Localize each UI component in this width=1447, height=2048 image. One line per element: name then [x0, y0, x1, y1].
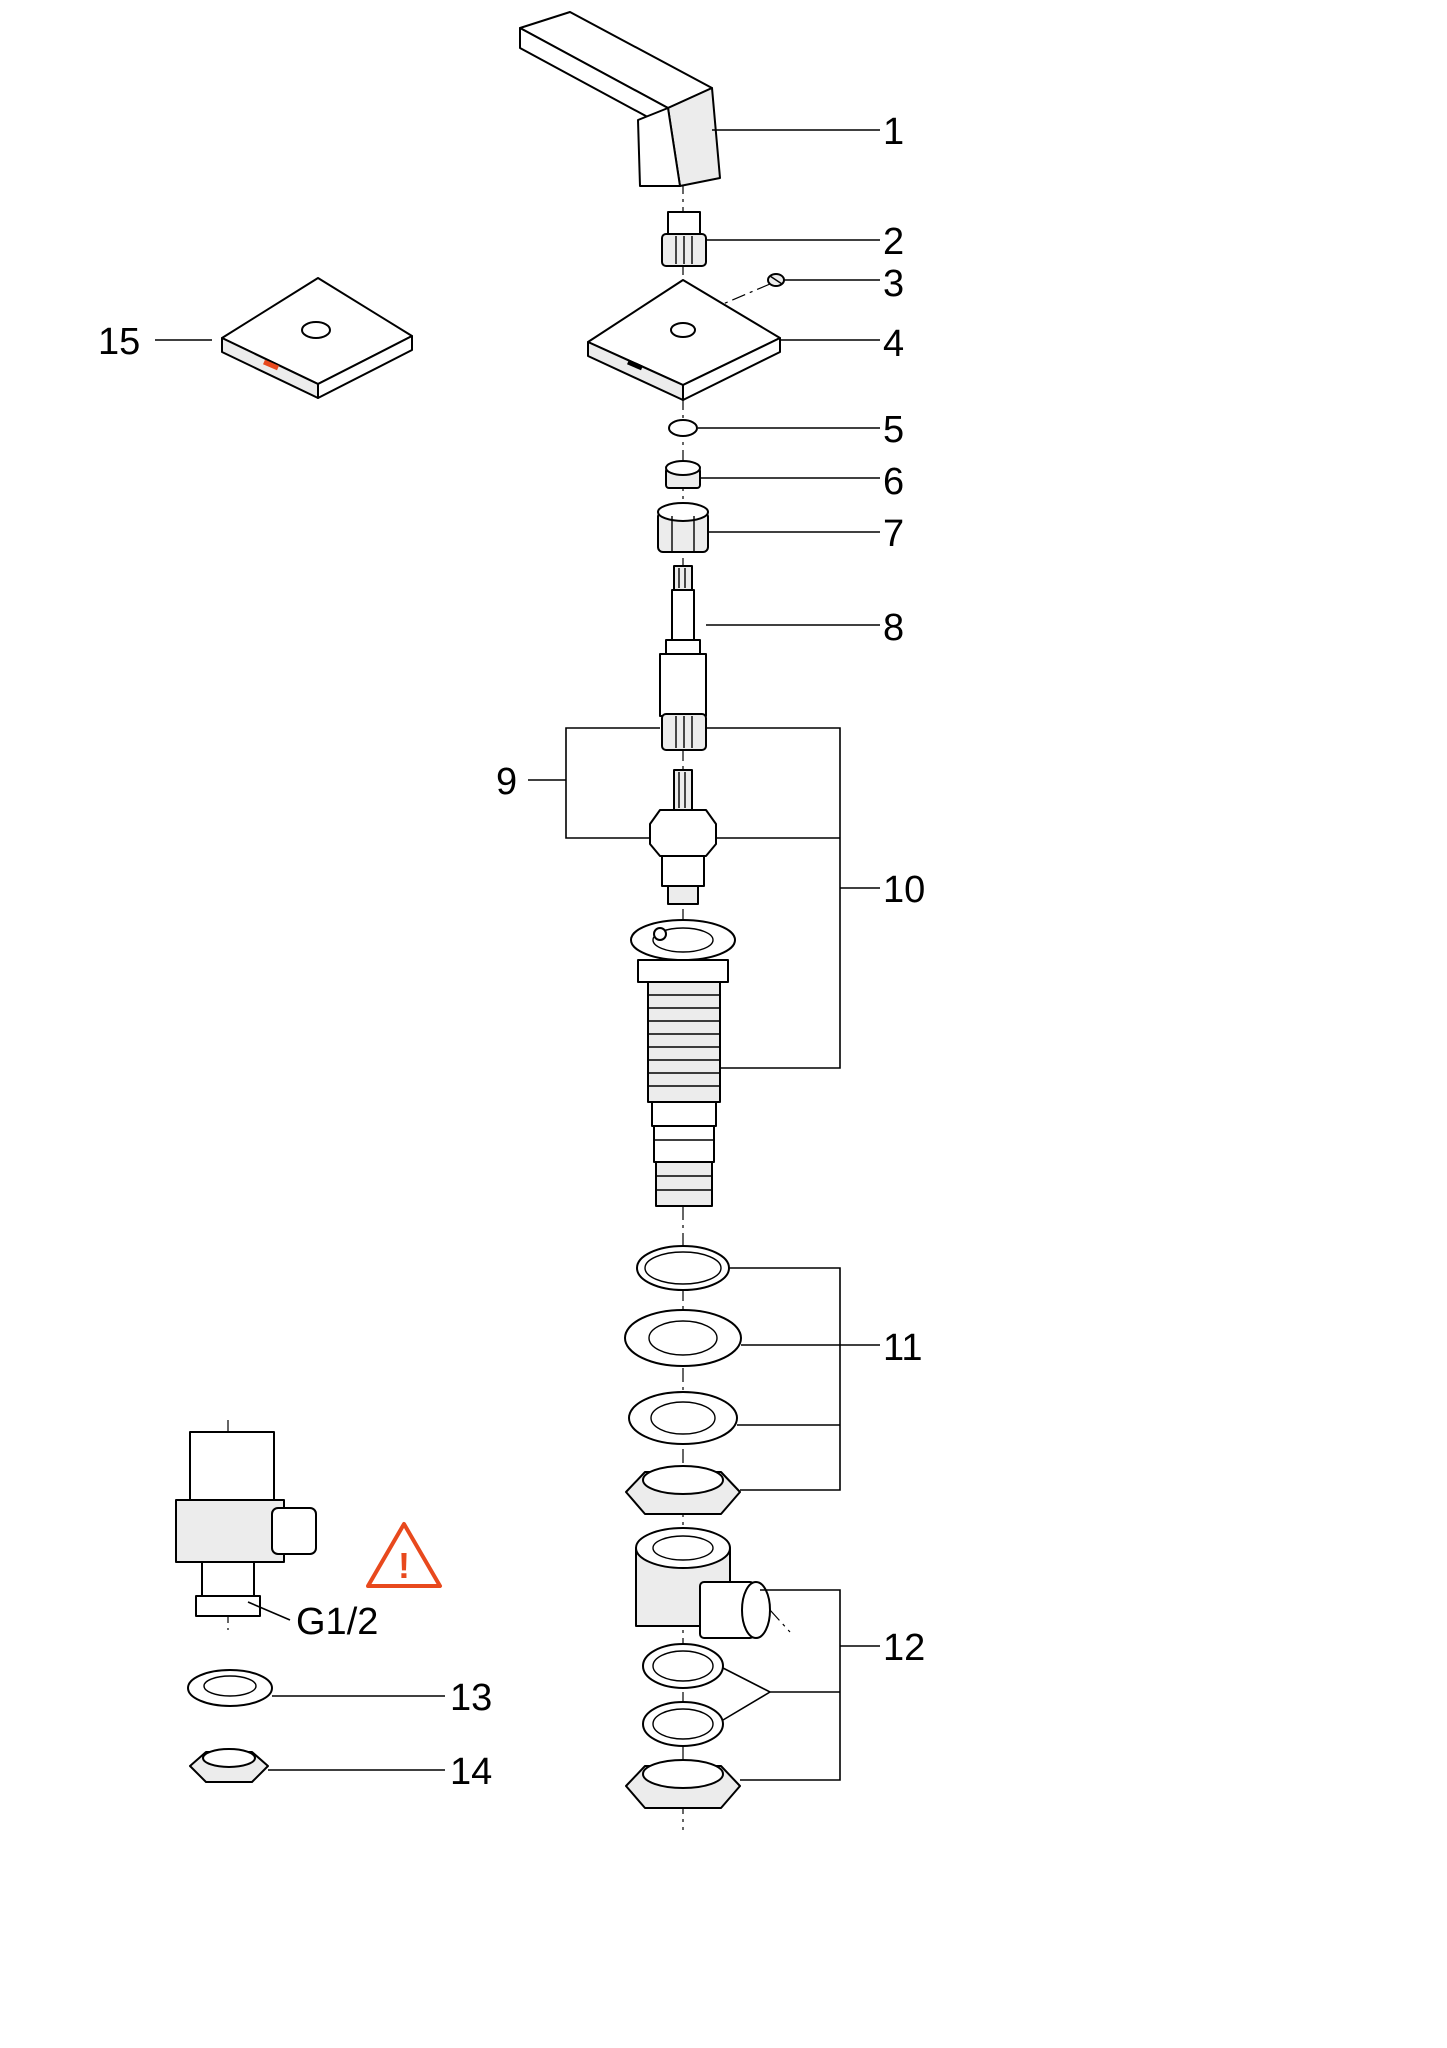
label-part-8: 8: [883, 607, 904, 649]
part-2-splined-adapter[interactable]: [661, 211, 707, 267]
part-8-spindle-extension[interactable]: [659, 565, 707, 717]
part-7-hex-nut[interactable]: [657, 502, 709, 553]
label-part-6: 6: [883, 461, 904, 503]
label-part-14: 14: [450, 1751, 492, 1793]
leader-lines: [155, 129, 880, 1781]
part-11-washer-set[interactable]: [624, 1245, 742, 1515]
side-detail-wall-connection: [175, 1420, 317, 1630]
part-labels: 1 2 3 4 5 6 7 8 9 10 11 12 13 14 15 G1/2: [98, 111, 925, 1793]
label-part-1: 1: [883, 111, 904, 153]
part-10-valve-cartridge[interactable]: [649, 769, 717, 905]
part-15-rosette-hot[interactable]: [221, 277, 413, 399]
part-13-washer[interactable]: [187, 1669, 273, 1707]
warning-glyph: !: [398, 1545, 410, 1586]
label-part-7: 7: [883, 513, 904, 555]
part-6-bushing[interactable]: [665, 460, 701, 489]
part-9-headpart-adapter[interactable]: [661, 713, 707, 751]
part-4-square-rosette[interactable]: [587, 279, 781, 401]
label-part-4: 4: [883, 323, 904, 365]
hot-water-marker: [263, 359, 279, 371]
part-5-o-ring[interactable]: [668, 419, 698, 437]
label-part-10: 10: [883, 869, 925, 911]
rosette-4-marker: [627, 359, 643, 371]
label-part-2: 2: [883, 221, 904, 263]
label-part-13: 13: [450, 1677, 492, 1719]
label-part-5: 5: [883, 409, 904, 451]
part-10-threaded-body[interactable]: [630, 919, 736, 1207]
warning-triangle-icon: !: [366, 1522, 442, 1588]
label-part-12: 12: [883, 1627, 925, 1669]
label-thread-size: G1/2: [296, 1601, 378, 1643]
label-part-11: 11: [883, 1327, 922, 1369]
label-part-15: 15: [98, 321, 140, 363]
part-14-lock-nut[interactable]: [189, 1748, 269, 1783]
label-part-3: 3: [883, 263, 904, 305]
part-12-elbow-connector[interactable]: [625, 1527, 791, 1809]
label-part-9: 9: [496, 761, 517, 803]
part-1-lever-handle[interactable]: [519, 11, 721, 187]
